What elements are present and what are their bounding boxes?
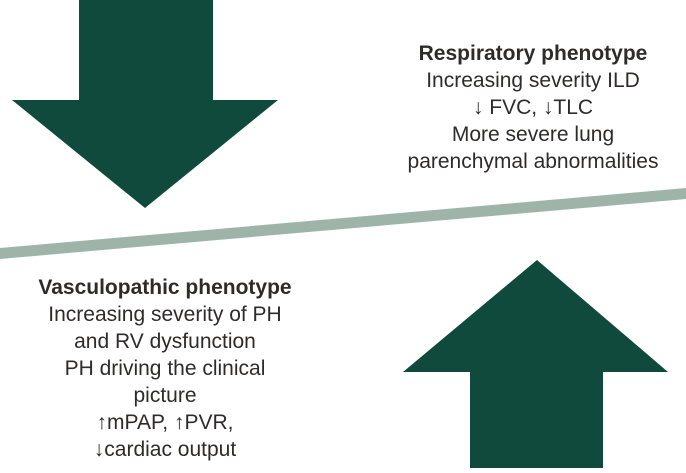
- text-line: ↑mPAP, ↑PVR,: [96, 411, 234, 434]
- text-line: Increasing severity of PH: [48, 303, 282, 326]
- text-line: picture: [133, 384, 197, 407]
- text-line: and RV dysfunction: [74, 330, 256, 353]
- text-line: ↓ FVC, ↓TLC: [472, 96, 594, 119]
- down-arrow-icon: [12, 0, 278, 208]
- text-line: parenchymal abnormalities: [407, 150, 659, 173]
- respiratory-phenotype-block: Respiratory phenotype Increasing severit…: [380, 40, 686, 175]
- text-line: More severe lung: [451, 123, 615, 146]
- up-arrow-icon: [403, 260, 668, 468]
- vasculopathic-phenotype-title: Vasculopathic phenotype: [38, 276, 292, 299]
- vasculopathic-phenotype-lines: Increasing severity of PH and RV dysfunct…: [5, 301, 325, 463]
- text-line: Increasing severity ILD: [426, 69, 640, 92]
- respiratory-phenotype-lines: Increasing severity ILD ↓ FVC, ↓TLC More s…: [380, 67, 686, 175]
- respiratory-phenotype-title: Respiratory phenotype: [418, 42, 648, 65]
- balance-beam: [0, 188, 686, 259]
- text-line: ↓cardiac output: [93, 438, 237, 461]
- vasculopathic-phenotype-block: Vasculopathic phenotype Increasing sever…: [5, 274, 325, 463]
- text-line: PH driving the clinical: [64, 357, 266, 380]
